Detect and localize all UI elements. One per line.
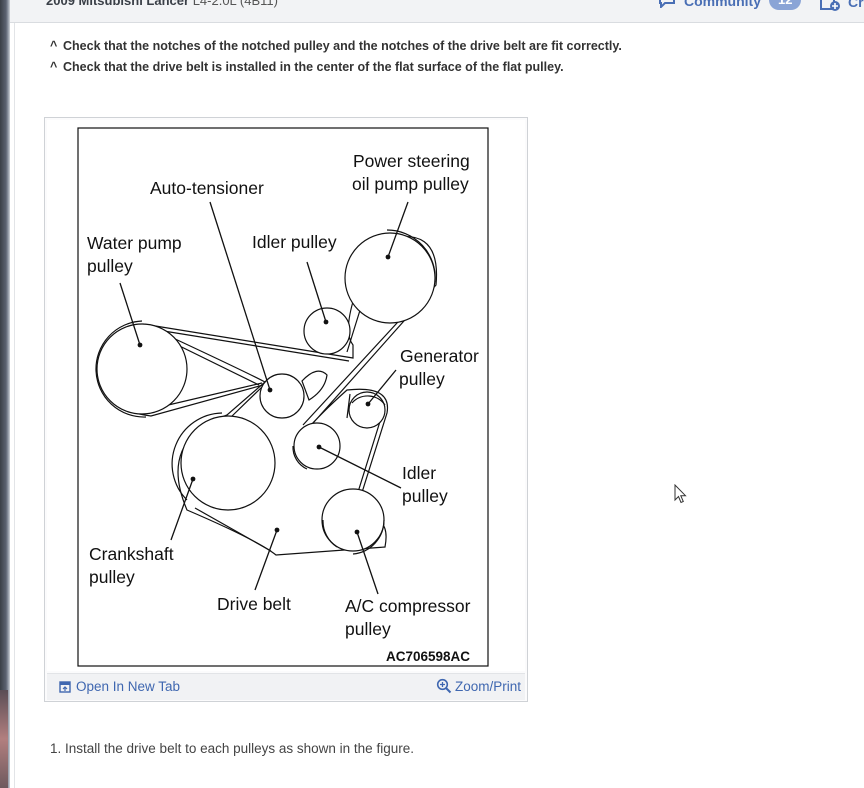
zoom-print-link[interactable]: Zoom/Print — [436, 678, 521, 694]
label-auto-tensioner: Auto-tensioner — [150, 178, 264, 198]
leader-lines — [119, 201, 409, 595]
label-idler-lower: Idler — [402, 463, 436, 483]
label-water-pump: Water pump — [87, 233, 182, 253]
open-external-icon — [59, 680, 71, 693]
document-plus-icon — [820, 0, 840, 11]
label-generator: pulley — [399, 369, 445, 389]
community-button[interactable]: Community 12 — [658, 0, 802, 10]
create-button[interactable]: Create — [820, 0, 864, 12]
note-item: ^ Check that the drive belt is installed… — [50, 59, 622, 80]
water-pump-pulley — [96, 323, 188, 415]
crankshaft-pulley — [180, 415, 276, 511]
auto-tensioner-pulley — [259, 373, 305, 419]
label-power-steering: oil pump pulley — [352, 174, 469, 194]
label-drive-belt: Drive belt — [217, 594, 291, 614]
label-ac-compressor: pulley — [345, 619, 391, 639]
top-header-bar: 2009 Mitsubishi Lancer L4-2.0L (4B11) Co… — [10, 0, 864, 23]
figure-image[interactable]: Power steering oil pump pulley Auto-tens… — [47, 120, 525, 671]
label-crankshaft: Crankshaft — [89, 544, 174, 564]
label-crankshaft: pulley — [89, 567, 135, 587]
auto-tensioner-body — [301, 370, 328, 401]
window-edge — [0, 0, 10, 788]
vehicle-engine: L4-2.0L (4B11) — [192, 0, 278, 8]
content-border — [14, 0, 15, 788]
drive-belt-diagram: Power steering oil pump pulley Auto-tens… — [77, 127, 489, 667]
power-steering-pulley — [344, 232, 436, 324]
note-marker: ^ — [50, 39, 58, 53]
desktop-edge-fragment — [0, 690, 8, 788]
note-text: Check that the notches of the notched pu… — [63, 39, 622, 53]
note-text: Check that the drive belt is installed i… — [63, 60, 564, 74]
chat-bubble-icon — [659, 0, 675, 8]
label-idler-lower: pulley — [402, 486, 448, 506]
magnifier-plus-icon — [436, 678, 452, 694]
belt-wraps — [95, 229, 436, 555]
community-label: Community — [684, 0, 761, 9]
instruction-step: 1. Install the drive belt to each pulley… — [50, 741, 414, 756]
open-new-tab-label: Open In New Tab — [76, 679, 181, 694]
figure-code: AC706598AC — [386, 649, 470, 664]
vehicle-name: 2009 Mitsubishi Lancer — [46, 0, 190, 8]
label-power-steering: Power steering — [353, 151, 470, 171]
note-item: ^ Check that the notches of the notched … — [50, 38, 622, 59]
idler-pulley-top — [303, 307, 351, 355]
generator-pulley — [348, 391, 386, 429]
vehicle-title: 2009 Mitsubishi Lancer L4-2.0L (4B11) — [46, 0, 278, 8]
label-generator: Generator — [400, 346, 479, 366]
notes-list: ^ Check that the notches of the notched … — [50, 38, 622, 80]
open-new-tab-link[interactable]: Open In New Tab — [59, 679, 180, 694]
label-ac-compressor: A/C compressor — [345, 596, 471, 616]
zoom-print-label: Zoom/Print — [454, 678, 521, 694]
label-water-pump: pulley — [87, 256, 133, 276]
diagram-frame — [77, 127, 489, 667]
figure-card: Power steering oil pump pulley Auto-tens… — [44, 117, 528, 702]
label-idler-top: Idler pulley — [252, 232, 337, 252]
figure-footer: Open In New Tab Zoom/Print — [47, 673, 525, 700]
label-dots — [137, 254, 391, 535]
create-label: Create — [848, 0, 864, 10]
mouse-pointer-icon — [674, 484, 687, 504]
note-marker: ^ — [50, 60, 58, 74]
community-count-badge: 12 — [769, 0, 802, 10]
